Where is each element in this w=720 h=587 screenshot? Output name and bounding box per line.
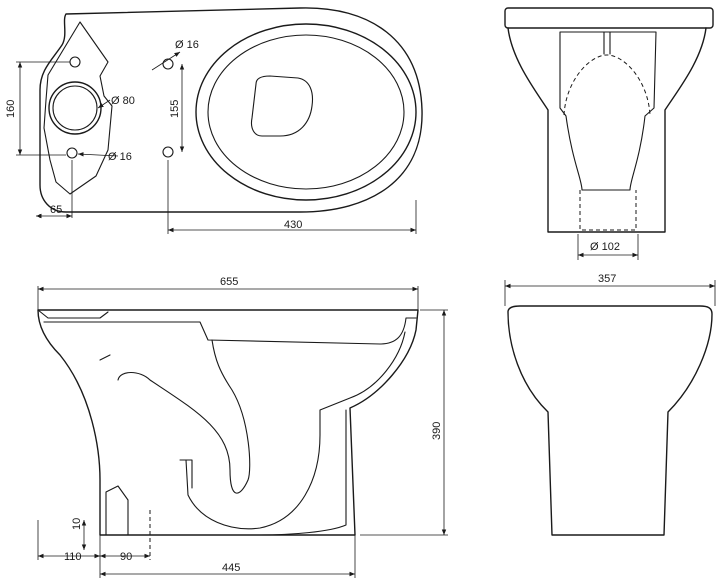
dim-diameter-102: Ø 102 <box>590 241 620 253</box>
side-view-flush-channel <box>43 317 417 345</box>
dim-90: 90 <box>120 551 132 563</box>
bowl-rim-inner <box>207 34 405 190</box>
cistern-platform <box>43 21 113 195</box>
dim-65: 65 <box>50 204 62 216</box>
dim-357: 357 <box>598 273 616 285</box>
front-view-rim <box>504 7 714 29</box>
outlet-hidden-line <box>579 190 637 231</box>
outlet-circle-inner <box>52 85 98 131</box>
rear-view-body <box>507 305 713 536</box>
outlet-circle <box>48 81 102 135</box>
front-view: Ø 102 <box>504 7 714 260</box>
dim-160: 160 <box>5 100 17 118</box>
rear-view: 357 <box>504 273 716 536</box>
front-view-body <box>507 27 707 233</box>
side-view-outlet <box>105 485 129 536</box>
mount-hole-upper <box>69 56 81 68</box>
bowl-rim-outer <box>195 23 417 201</box>
dim-diameter-16-lower: Ø 16 <box>108 151 132 163</box>
dim-430: 430 <box>284 219 302 231</box>
mount-hole-lower <box>66 147 78 159</box>
dim-diameter-80: Ø 80 <box>111 95 135 107</box>
seat-hole-upper <box>162 58 174 70</box>
dim-diameter-16-upper: Ø 16 <box>175 39 199 51</box>
dim-655: 655 <box>220 276 238 288</box>
top-view-outline <box>39 7 423 213</box>
side-view-rim <box>37 309 419 536</box>
dim-155: 155 <box>169 100 181 118</box>
top-view: 160 Ø 80 Ø 16 Ø 16 155 65 430 <box>5 7 423 234</box>
trap-hidden-line <box>563 54 651 116</box>
side-view-trap <box>99 339 251 494</box>
dim-445: 445 <box>222 562 240 574</box>
dim-10: 10 <box>71 518 83 530</box>
front-view-inner-block <box>559 31 657 191</box>
bowl-drain <box>250 75 314 137</box>
dim-390: 390 <box>431 422 443 440</box>
seat-hole-lower <box>162 146 174 158</box>
side-view: 655 390 10 110 90 445 <box>37 276 448 578</box>
dim-110: 110 <box>64 551 82 563</box>
